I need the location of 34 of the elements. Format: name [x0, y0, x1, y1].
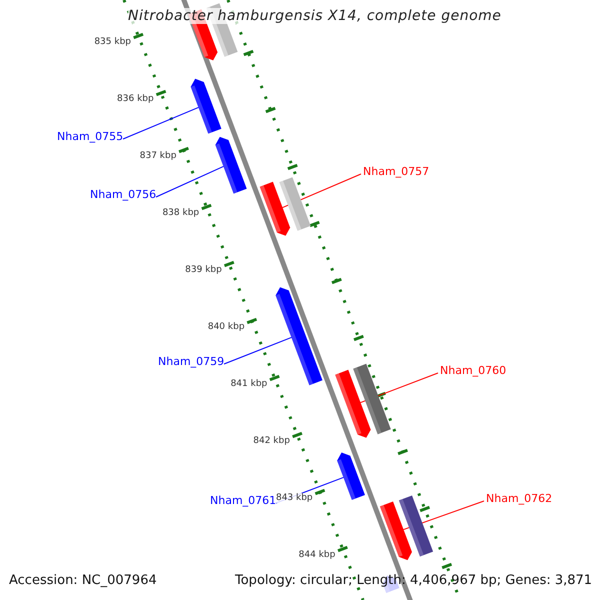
leader-line [122, 106, 199, 140]
scale-label: 841 kbp [230, 379, 268, 390]
scale-label: 836 kbp [117, 94, 154, 104]
scale-label: 842 kbp [253, 436, 290, 446]
scale-label: 843 kbp [276, 493, 313, 504]
gene-label: Nham_0762 [486, 493, 552, 506]
gene-feature [337, 452, 365, 500]
footer-text: Topology: circular; Length: 4,406,967 bp; Genes: 3,871 [235, 574, 592, 589]
scale-label: 839 kbp [185, 265, 222, 276]
gene-feature [335, 370, 371, 438]
gene-label: Nham_0760 [440, 365, 506, 378]
gene-label: Nham_0757 [363, 166, 430, 179]
footer-text: Accession: NC_007964 [9, 574, 157, 589]
title: Nitrobacter hamburgensis X14, complete genome [128, 8, 502, 24]
gene-label: Nham_0761 [210, 495, 276, 508]
gene-feature [276, 287, 322, 386]
leader-line [224, 336, 292, 364]
gene-feature [215, 136, 247, 194]
scale-label: 844 kbp [298, 550, 336, 560]
gene-bar [353, 364, 391, 434]
scale-label: 837 kbp [140, 151, 176, 162]
leader-line [156, 166, 224, 198]
scale-label: 835 kbp [94, 37, 132, 48]
gene-feature [190, 78, 222, 134]
gene-feature [260, 182, 290, 236]
gene-bar [398, 495, 434, 557]
leader-line [282, 174, 362, 208]
gene-label: Nham_0755 [57, 131, 124, 144]
scale-label: 840 kbp [208, 322, 245, 332]
scale-label: 838 kbp [162, 208, 200, 218]
gene-bar [279, 177, 311, 231]
gene-label: Nham_0756 [90, 189, 156, 202]
gene-feature [380, 501, 412, 560]
gene-label: Nham_0759 [158, 356, 224, 369]
